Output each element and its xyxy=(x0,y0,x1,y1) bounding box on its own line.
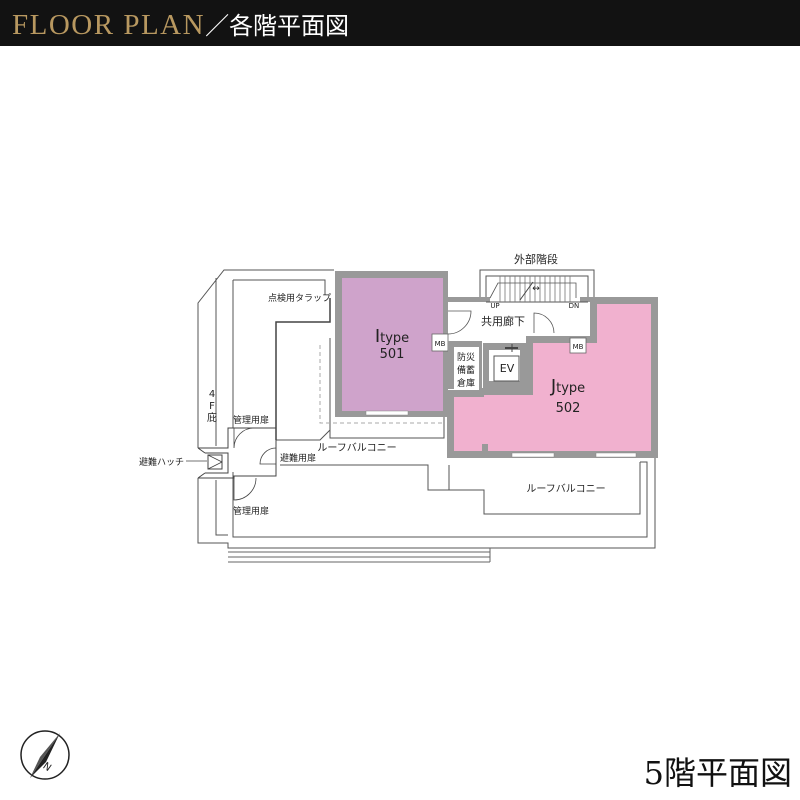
header-bar: FLOOR PLAN／各階平面図 xyxy=(0,0,800,46)
unit-502-number: 502 xyxy=(556,401,581,416)
mb-label-502: MB xyxy=(573,343,584,351)
svg-text:庇: 庇 xyxy=(207,411,217,424)
stairs-arrow-icon: ↔ xyxy=(532,284,540,294)
stairs-dn-label: DN xyxy=(569,302,580,310)
header-separator: ／ xyxy=(205,12,230,40)
svg-text:4: 4 xyxy=(209,389,215,400)
bottom-edge-lines xyxy=(228,548,491,563)
dashed-outline xyxy=(319,345,442,424)
north-compass-icon: N xyxy=(20,730,70,780)
floor-title: 5階平面図 xyxy=(643,754,792,792)
mb-label-501: MB xyxy=(435,340,446,348)
mb-closet-502 xyxy=(569,337,587,354)
ev-label: EV xyxy=(500,362,515,375)
unit-502-type: Jtype xyxy=(550,376,585,397)
evac-door-label: 避難用扉 xyxy=(280,452,316,464)
roof-balcony-label-1: ルーフバルコニー xyxy=(317,442,396,454)
external-stairs: ↔ 外部階段 UP DN xyxy=(448,252,595,310)
svg-text:倉庫: 倉庫 xyxy=(457,377,475,389)
roof-balcony-label-2: ルーフバルコニー xyxy=(526,483,605,495)
stairs-up-label: UP xyxy=(490,302,499,310)
mgmt-door-label-1: 管理用扉 xyxy=(233,414,269,426)
unit-501[interactable]: MB Itype 501 xyxy=(335,271,449,417)
inspection-trap-label: 点検用タラップ xyxy=(268,292,331,304)
svg-text:防災: 防災 xyxy=(457,351,475,363)
disaster-storage: 防災 備蓄 倉庫 xyxy=(448,341,482,389)
evacuation-core xyxy=(197,427,277,501)
eaves-4f-label: 4 F 庇 xyxy=(207,389,217,424)
header-title: FLOOR PLAN／各階平面図 xyxy=(12,6,349,42)
unit-501-number: 501 xyxy=(380,347,405,362)
header-title-ja: 各階平面図 xyxy=(229,12,350,40)
evac-hatch-icon xyxy=(207,454,223,470)
header-title-en: FLOOR PLAN xyxy=(12,9,206,41)
inspection-trap-line xyxy=(275,298,331,440)
svg-text:F: F xyxy=(209,401,215,412)
elevator: EV xyxy=(483,343,526,388)
svg-text:備蓄: 備蓄 xyxy=(457,364,475,376)
common-corridor: 共用廊下 xyxy=(447,310,555,335)
mgmt-door-label-2: 管理用扉 xyxy=(233,505,269,517)
unit-501-type: Itype xyxy=(375,326,409,347)
common-corridor-label: 共用廊下 xyxy=(481,314,525,328)
evac-hatch-label: 避難ハッチ xyxy=(139,456,184,468)
external-stairs-label: 外部階段 xyxy=(514,252,558,266)
unit-502[interactable]: MB Jtype 502 xyxy=(447,297,658,458)
